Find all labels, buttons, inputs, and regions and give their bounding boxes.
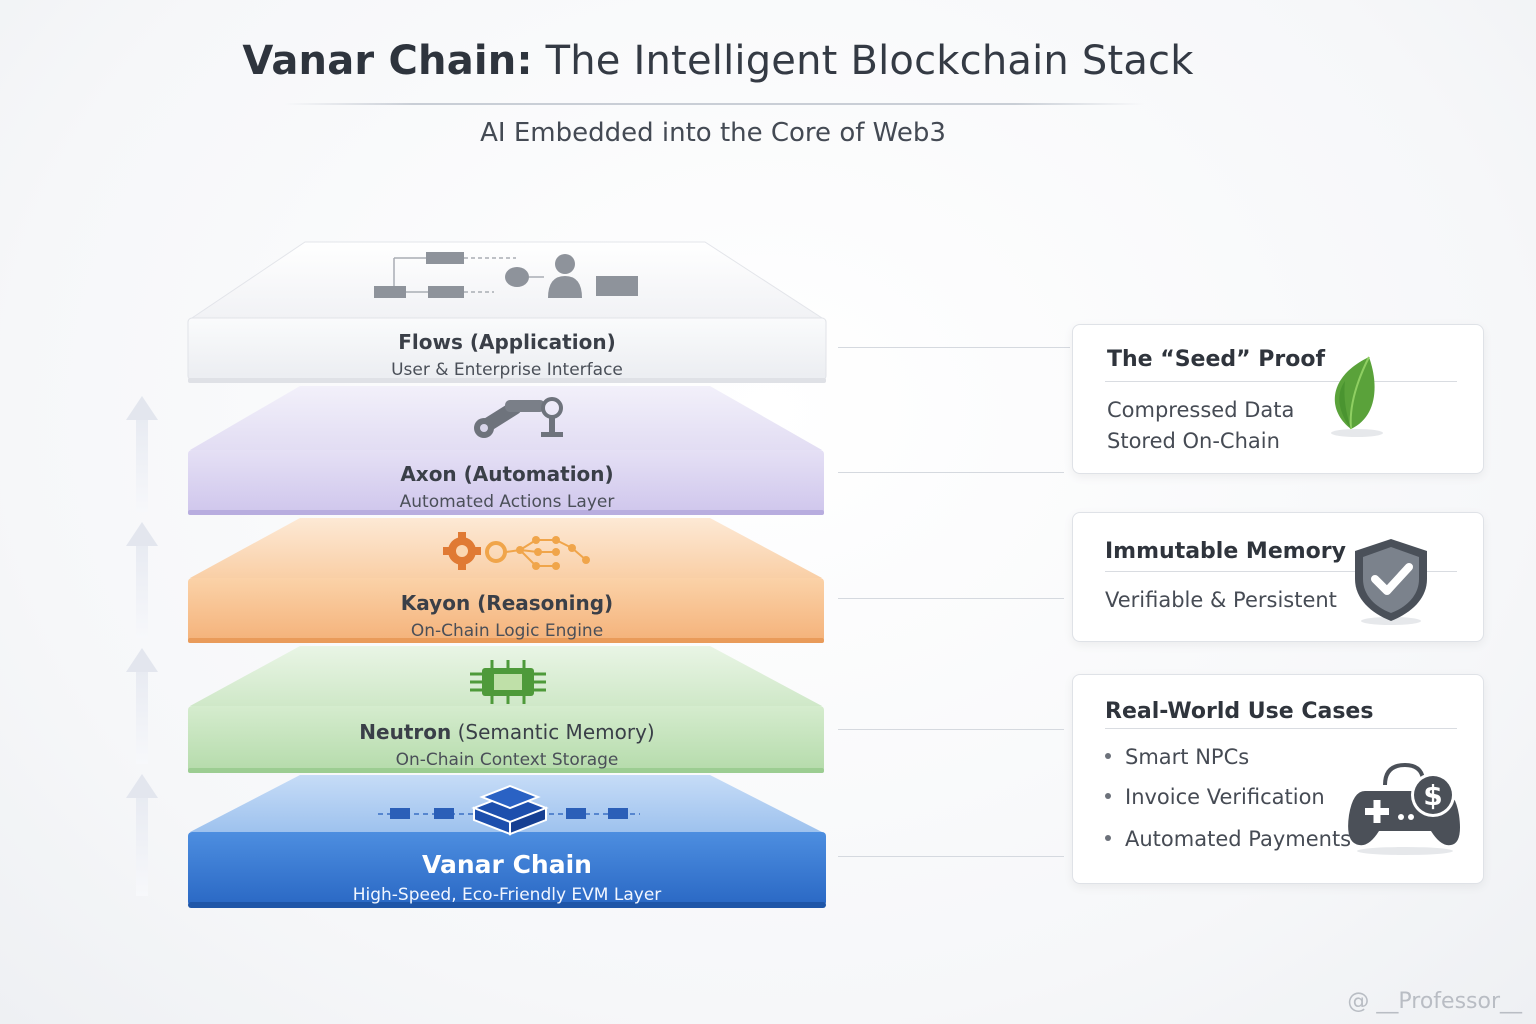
layer-name: Kayon (Reasoning) [400,591,614,615]
shield-check-icon [1355,539,1427,625]
upward-arrows [126,396,158,896]
blockchain-blocks-icon [378,784,640,836]
chip-icon [470,660,546,704]
use-case-list: Smart NPCs Invoice Verification Automate… [1105,745,1351,867]
bullet-icon [1105,753,1111,759]
card-divider [1105,381,1457,382]
card-title: Real-World Use Cases [1105,699,1374,724]
connector-line [838,598,1064,599]
list-item: Invoice Verification [1105,785,1351,825]
layer-name-rest: (Semantic Memory) [451,720,655,744]
robotic-arm-icon [474,397,563,438]
layer-name-bold: Neutron [359,720,452,744]
layer-name: Vanar Chain [422,850,592,879]
bullet-icon [1105,835,1111,841]
card-title: The “Seed” Proof [1107,347,1326,372]
up-arrow-icon [126,648,158,764]
card-line: Compressed Data [1107,398,1295,422]
list-item-text: Smart NPCs [1125,745,1250,769]
layer-name: Axon (Automation) [400,462,614,486]
gamepad-dollar-icon: $ [1348,762,1460,855]
card-divider [1105,571,1457,572]
layer-desc: Automated Actions Layer [399,492,615,512]
up-arrow-icon [126,396,158,512]
list-item-text: Automated Payments [1125,827,1352,851]
layer-desc: High-Speed, Eco-Friendly EVM Layer [352,885,662,905]
card-title: Immutable Memory [1105,539,1346,564]
title-rest: The Intelligent Blockchain Stack [532,38,1194,84]
page-title: Vanar Chain: The Intelligent Blockchain … [0,38,1436,84]
card-text: Verifiable & Persistent [1105,588,1337,612]
list-item-text: Invoice Verification [1125,785,1325,809]
layer-desc: On-Chain Logic Engine [410,621,604,641]
up-arrow-icon [126,774,158,896]
watermark-text: @ __Professor__ [1347,989,1522,1014]
connector-line [838,729,1064,730]
connector-line [838,472,1064,473]
layer-axon-label: Axon (Automation) Automated Actions Laye… [190,462,824,512]
layer-flows-label: Flows (Application) User & Enterprise In… [190,330,824,380]
layer-desc: User & Enterprise Interface [391,360,623,380]
layer-name: Neutron (Semantic Memory) [190,720,824,744]
card-line: Stored On-Chain [1107,429,1280,453]
seed-proof-card: The “Seed” Proof Compressed Data Stored … [1072,324,1484,474]
title-divider [284,103,1144,105]
up-arrow-icon [126,522,158,638]
gears-network-icon [443,532,590,570]
layer-neutron-label: Neutron (Semantic Memory) On-Chain Conte… [190,720,824,770]
layer-desc: On-Chain Context Storage [395,750,619,770]
svg-text:$: $ [1423,779,1442,812]
title-bold: Vanar Chain: [242,38,533,84]
layer-kayon-label: Kayon (Reasoning) On-Chain Logic Engine [190,591,824,641]
card-divider [1105,728,1457,729]
card-text: Compressed Data Stored On-Chain [1107,395,1294,457]
immutable-memory-card: Immutable Memory Verifiable & Persistent [1072,512,1484,642]
flowchart-person-icon [374,252,638,298]
layer-stack [187,241,827,908]
leaf-icon [1331,356,1383,437]
page-subtitle: AI Embedded into the Core of Web3 [480,118,946,148]
list-item: Automated Payments [1105,827,1351,867]
list-item: Smart NPCs [1105,745,1351,785]
use-cases-card: Real-World Use Cases Smart NPCs Invoice … [1072,674,1484,884]
bullet-icon [1105,793,1111,799]
layer-name: Flows (Application) [398,330,616,354]
connector-line [838,347,1070,348]
layer-axon [188,386,824,515]
connector-line [838,856,1064,857]
layer-vanar-label: Vanar Chain High-Speed, Eco-Friendly EVM… [190,850,824,905]
